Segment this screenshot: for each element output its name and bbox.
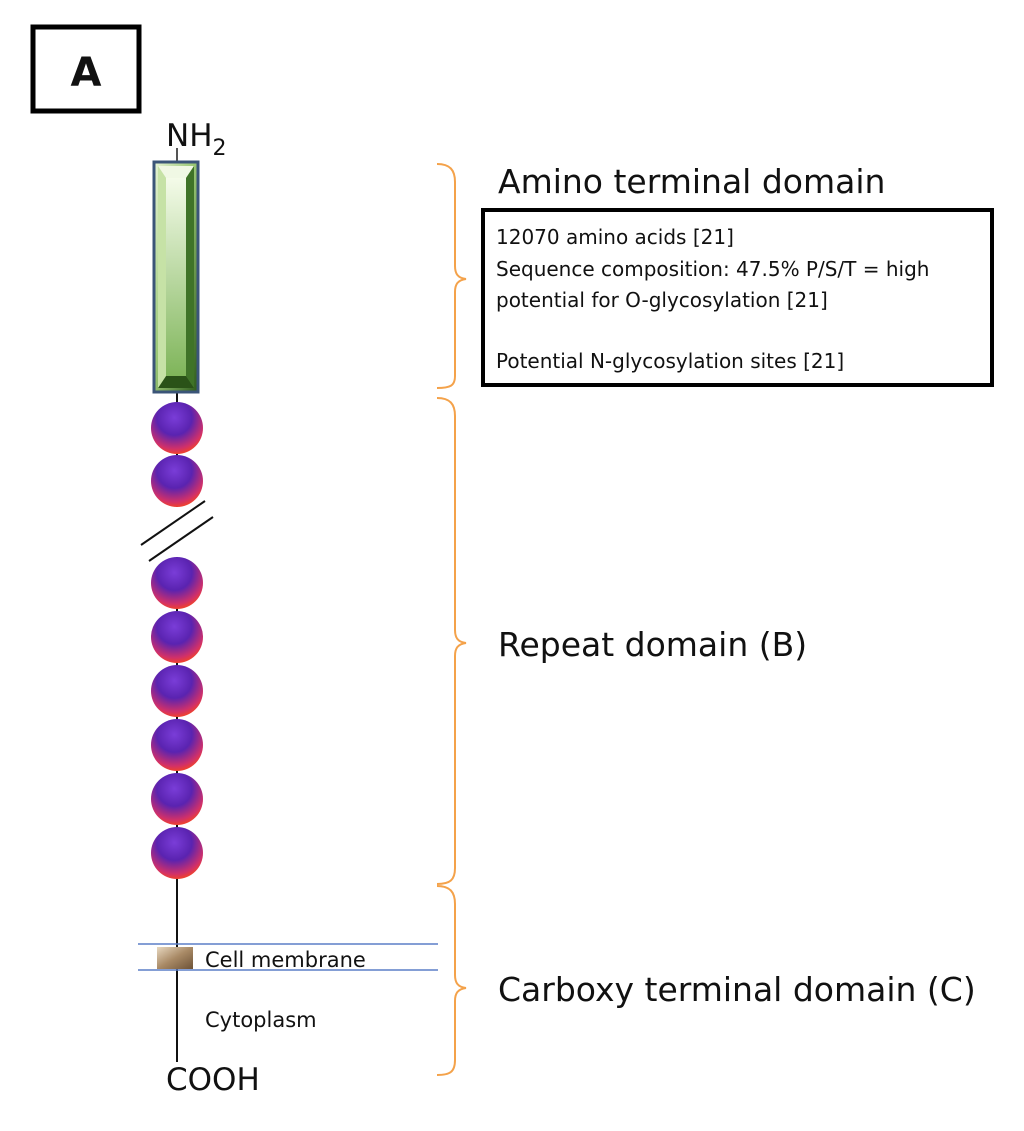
n-terminus-prefix: NH [166,118,213,154]
cell-membrane-label: Cell membrane [205,948,366,972]
break-gap [170,507,184,557]
info-line-n-glycosylation: Potential N-glycosylation sites [21] [496,349,844,373]
break-mark-1 [140,500,206,546]
repeat-sphere [151,402,203,454]
repeat-sphere [151,455,203,507]
c-terminus-label: COOH [166,1062,260,1098]
n-terminus-subscript: 2 [213,136,227,161]
repeat-sphere [151,827,203,879]
carboxy-domain-bracket [436,885,467,1076]
amino-info-box [481,208,994,387]
repeat-sphere [151,557,203,609]
n-terminus-label: NH2 [166,118,227,161]
repeat-sphere [151,665,203,717]
repeat-sphere [151,719,203,771]
carboxy-domain-label: Carboxy terminal domain (C) [498,970,976,1009]
cytoplasm-label: Cytoplasm [205,1008,317,1032]
info-line-composition: Sequence composition: 47.5% P/S/T = high [496,257,929,281]
panel-label-box [30,24,142,114]
repeat-domain-label: Repeat domain (B) [498,625,807,664]
info-line-o-glycosylation: potential for O-glycosylation [21] [496,288,828,312]
amino-domain-label: Amino terminal domain [498,162,885,201]
repeat-sphere [151,611,203,663]
repeat-domain-bracket [436,397,467,885]
info-line-length: 12070 amino acids [21] [496,225,734,249]
repeat-sphere [151,773,203,825]
break-mark-2 [148,516,214,562]
transmembrane-segment [157,947,193,969]
panel-label: A [71,50,102,96]
amino-domain-bar [152,160,200,394]
amino-domain-bracket [436,163,467,389]
